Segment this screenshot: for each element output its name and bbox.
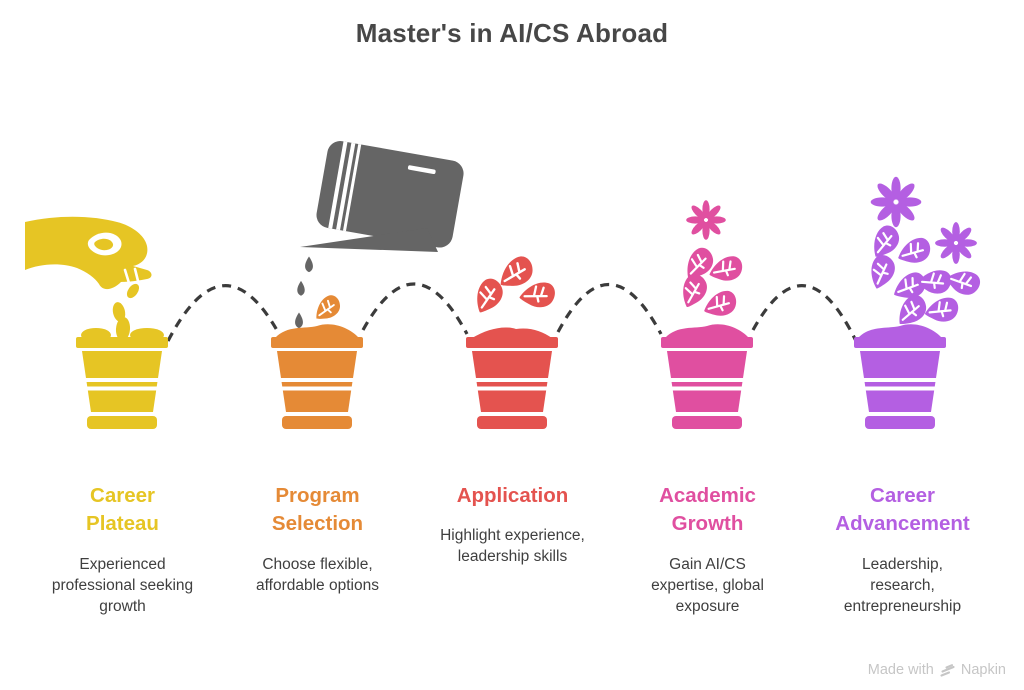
stage-2-text: Program Selection Choose flexible, affor… — [220, 482, 415, 617]
stage-5-text: Career Advancement Leadership, research,… — [805, 482, 1000, 617]
stage-labels: Career Plateau Experienced professional … — [25, 482, 1000, 617]
stage-3-illustration — [465, 254, 560, 429]
stage-5-illustration — [854, 176, 986, 429]
leaf-icon — [864, 221, 905, 260]
watering-can-icon — [295, 141, 464, 329]
flower-icon — [935, 222, 977, 264]
stage-4-text: Academic Growth Gain AI/CS expertise, gl… — [610, 482, 805, 617]
page-title: Master's in AI/CS Abroad — [355, 18, 669, 48]
connector-arc-2 — [361, 282, 469, 335]
stage-2-illustration — [271, 141, 464, 429]
leaf-icon — [859, 249, 903, 292]
leaf-icon — [896, 233, 934, 267]
stage-3-description: Highlight experience, leadership skills — [440, 527, 585, 566]
hand-seed-icon — [25, 216, 152, 290]
leaf-icon — [892, 291, 931, 327]
stage-2-description: Choose flexible, affordable options — [256, 555, 379, 594]
stage-1-text: Career Plateau Experienced professional … — [25, 482, 220, 617]
seed-icon — [124, 281, 142, 301]
connector-arc-3 — [556, 282, 663, 335]
made-with-napkin-watermark[interactable]: Made with Napkin — [868, 662, 1006, 678]
growth-stages-illustration — [25, 141, 986, 429]
watermark-prefix: Made with — [867, 662, 934, 678]
flower-icon — [870, 176, 922, 228]
leaf-icon — [671, 268, 714, 310]
leaf-icon — [702, 286, 740, 320]
sprout-leaf-icon — [311, 292, 343, 322]
water-drops-icon — [295, 256, 313, 329]
flower-icon — [686, 200, 726, 240]
leaf-icon — [943, 260, 986, 303]
stage-1-illustration — [25, 216, 168, 429]
pot-icon — [854, 324, 946, 429]
stage-1-description: Experienced professional seeking growth — [51, 555, 194, 615]
leaf-icon — [497, 254, 536, 289]
stage-4-illustration — [661, 200, 753, 429]
stage-3-title: Application — [456, 484, 569, 507]
pot-icon — [76, 317, 168, 429]
connector-arc-4 — [751, 284, 858, 342]
pot-icon — [271, 324, 363, 429]
pot-icon — [661, 324, 753, 429]
stage-2-title: Program Selection — [271, 484, 364, 536]
pot-icon — [466, 327, 558, 429]
watermark-brand: Napkin — [960, 662, 1006, 678]
leaf-icon — [923, 290, 963, 328]
stage-4-description: Gain AI/CS expertise, global exposure — [651, 555, 764, 615]
connector-arcs — [166, 282, 858, 342]
stage-5-title: Career Advancement — [835, 484, 970, 536]
stage-4-title: Academic Growth — [659, 484, 756, 536]
stage-3-text: Application Highlight experience, leader… — [415, 482, 610, 617]
napkin-logo-icon — [940, 663, 955, 677]
leaf-icon — [707, 250, 746, 286]
stage-1-title: Career Plateau — [86, 484, 159, 536]
stage-5-description: Leadership, research, entrepreneurship — [843, 555, 962, 615]
spout-shape — [300, 228, 438, 252]
connector-arc-1 — [166, 284, 280, 342]
